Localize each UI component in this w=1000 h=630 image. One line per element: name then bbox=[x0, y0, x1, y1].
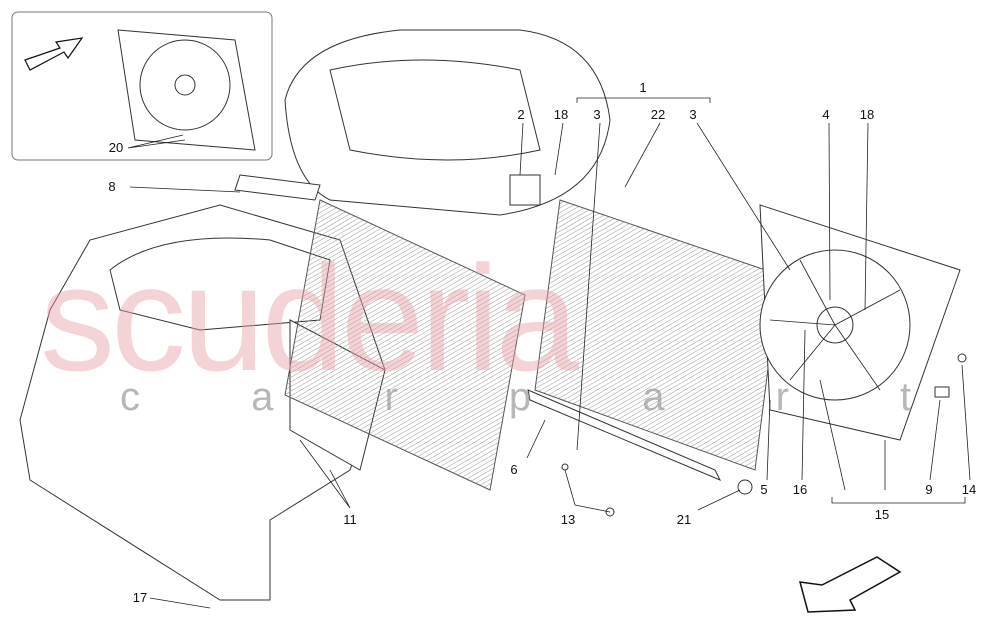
radiator bbox=[534, 199, 781, 471]
callout-17: 17 bbox=[133, 590, 147, 605]
callout-20: 20 bbox=[109, 140, 123, 155]
callout-1: 1 bbox=[639, 80, 646, 95]
callout-8: 8 bbox=[108, 179, 115, 194]
callout-9: 9 bbox=[925, 482, 932, 497]
arrow-down-left-icon bbox=[798, 556, 902, 613]
inset-detail bbox=[11, 11, 273, 161]
callout-15: 15 bbox=[875, 507, 889, 522]
watermark-sub: c a r p a r t s bbox=[120, 375, 1000, 419]
bracket-2 bbox=[509, 174, 541, 206]
callout-3: 3 bbox=[593, 107, 600, 122]
leader-lines bbox=[127, 97, 971, 609]
callout-5: 5 bbox=[760, 482, 767, 497]
callout-16: 16 bbox=[793, 482, 807, 497]
callout-4: 4 bbox=[822, 107, 829, 122]
arrow-up-right-icon bbox=[24, 37, 84, 71]
callout-22: 22 bbox=[651, 107, 665, 122]
callout-14: 14 bbox=[962, 482, 976, 497]
watermark-main: scuderia bbox=[40, 234, 580, 402]
callout-13: 13 bbox=[561, 512, 575, 527]
callout-labels: 1 2 3 18 22 3 4 18 8 20 6 5 16 9 14 15 11 13 21 17 bbox=[108, 80, 976, 605]
callout-21: 21 bbox=[677, 512, 691, 527]
callout-2: 2 bbox=[517, 107, 524, 122]
callout-18: 18 bbox=[554, 107, 568, 122]
callout-3: 3 bbox=[689, 107, 696, 122]
condenser bbox=[284, 199, 526, 491]
callout-6: 6 bbox=[510, 462, 517, 477]
callout-11: 11 bbox=[343, 512, 357, 527]
callout-18: 18 bbox=[860, 107, 874, 122]
